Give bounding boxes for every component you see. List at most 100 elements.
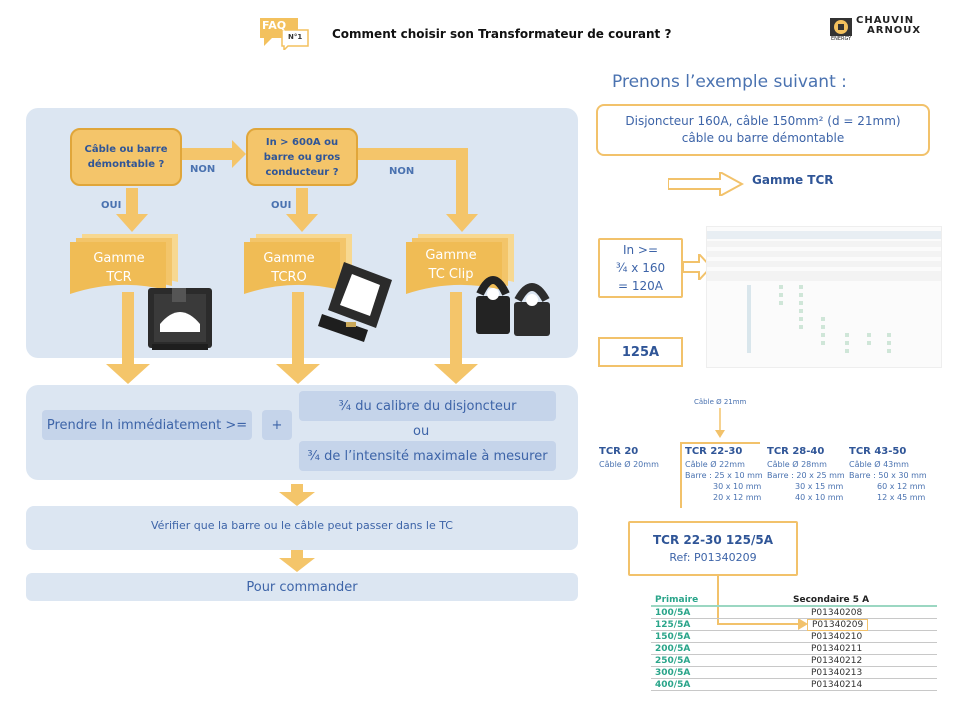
question-current-text: In > 600A ou barre ou gros conducteur ? xyxy=(263,136,341,178)
row-reference: P01340213 xyxy=(749,666,937,679)
tcro-transformer-image xyxy=(318,262,392,342)
example-case-line2: câble ou barre démontable xyxy=(681,131,845,145)
model-tcr20: TCR 20 Câble Ø 20mm xyxy=(599,445,679,470)
order-text: Pour commander xyxy=(246,580,358,595)
model-tcr20-name: TCR 20 xyxy=(599,446,639,457)
calc-line1: In >= xyxy=(622,243,659,257)
reference-col-secondary: Secondaire 5 A xyxy=(793,595,870,605)
question-cable-text: Câble ou barre démontable ? xyxy=(84,144,168,170)
model-tcr4350-bar2: 60 x 12 mm xyxy=(877,482,926,491)
non-label-2: NON xyxy=(389,166,415,177)
logo-line1: CHAUVIN xyxy=(856,15,915,26)
model-tcr2840-name: TCR 28-40 xyxy=(767,446,825,457)
speech-bubble-icon xyxy=(260,18,309,52)
model-tcr20-cable: Câble Ø 20mm xyxy=(599,460,659,469)
gamme-tcclip-line1: Gamme xyxy=(425,248,477,263)
model-tcr2230-bar3: 20 x 12 mm xyxy=(713,493,762,502)
model-tcr2840-bar1: Barre : 20 x 25 mm xyxy=(767,471,845,480)
reference-table-header: Primaire Secondaire 5 A xyxy=(651,595,937,607)
gamme-tcr-line2: TCR xyxy=(106,270,132,285)
model-tcr2230-name: TCR 22-30 xyxy=(685,446,743,457)
logo-mark-icon xyxy=(830,18,852,36)
cable-arrow-icon xyxy=(715,408,725,438)
order-panel xyxy=(26,573,578,601)
model-tcr2840-bar3: 40 x 10 mm xyxy=(795,493,844,502)
gamme-tcr-label: Gamme TCR xyxy=(74,249,164,287)
spec-table-drawing xyxy=(707,231,941,353)
model-tcr4350-cable: Câble Ø 43mm xyxy=(849,460,909,469)
row-reference: P01340210 xyxy=(749,630,937,643)
row-primary: 400/5A xyxy=(651,678,749,691)
plus-text: + xyxy=(271,417,283,433)
verify-text: Vérifier que la barre ou le câble peut p… xyxy=(151,519,453,532)
gamme-arrow-icon xyxy=(668,172,744,196)
model-tcr4350: TCR 43-50 Câble Ø 43mm Barre : 50 x 30 m… xyxy=(849,445,935,503)
gamme-tcro-line2: TCRO xyxy=(271,270,307,285)
non-label-1: NON xyxy=(190,164,216,175)
oui-label-1: OUI xyxy=(101,200,122,211)
model-tcr2230-highlight xyxy=(680,442,760,508)
tcr-transformer-image xyxy=(148,288,212,350)
row-primary: 250/5A xyxy=(651,654,749,667)
row-reference: P01340211 xyxy=(749,642,937,655)
row-primary: 100/5A xyxy=(651,607,749,619)
result-box: 125A xyxy=(598,337,683,367)
model-tcr2840: TCR 28-40 Câble Ø 28mm Barre : 20 x 25 m… xyxy=(767,445,849,503)
option-current-text: ¾ de l’intensité maximale à mesurer xyxy=(307,448,548,464)
row-reference-text: P01340209 xyxy=(807,618,869,631)
gamme-tcr-line1: Gamme xyxy=(93,251,145,266)
reference-col-primary: Primaire xyxy=(655,595,699,605)
final-ref-line2: Ref: P01340209 xyxy=(669,550,757,564)
example-case-box: Disjoncteur 160A, câble 150mm² (d = 21mm… xyxy=(596,104,930,156)
model-tcr2840-cable: Câble Ø 28mm xyxy=(767,460,827,469)
gamme-tcclip-label: Gamme TC Clip xyxy=(406,246,496,284)
take-in-text: Prendre In immédiatement >= xyxy=(46,417,248,433)
row-primary: 200/5A xyxy=(651,642,749,655)
option-breaker-text: ¾ du calibre du disjoncteur xyxy=(338,398,517,414)
logo-sub: ENERGY xyxy=(831,36,852,42)
gamme-tcclip-stack xyxy=(406,234,514,294)
faq-label: FAQ xyxy=(262,19,287,32)
plus-box: + xyxy=(262,410,292,440)
question-current-box: In > 600A ou barre ou gros conducteur ? xyxy=(246,128,358,186)
final-ref-line1: TCR 22-30 125/5A xyxy=(652,532,774,547)
gamme-tcro-label: Gamme TCRO xyxy=(244,249,334,287)
flow-arrows xyxy=(106,140,478,572)
model-tcr2230: TCR 22-30 Câble Ø 22mm Barre : 25 x 10 m… xyxy=(685,445,765,503)
final-ref-box: TCR 22-30 125/5A Ref: P01340209 xyxy=(628,521,798,576)
brand-logo: CHAUVIN ARNOUX ENERGY xyxy=(829,15,939,43)
table-row: 125/5A P01340209 xyxy=(651,618,937,631)
verify-panel xyxy=(26,506,578,550)
page-title: Comment choisir son Transformateur de co… xyxy=(332,27,672,41)
gamme-tcr-stack xyxy=(70,234,178,294)
oui-label-2: OUI xyxy=(271,200,292,211)
calc-arrow-icon xyxy=(683,254,713,280)
example-case-line1: Disjoncteur 160A, câble 150mm² (d = 21mm… xyxy=(625,114,901,128)
model-tcr2230-cable: Câble Ø 22mm xyxy=(685,460,745,469)
cable-note: Câble Ø 21mm xyxy=(694,398,747,406)
row-reference-highlighted: P01340209 xyxy=(749,618,937,631)
gamme-tcro-line1: Gamme xyxy=(263,251,315,266)
calc-line2: ¾ x 160 xyxy=(615,261,666,275)
model-tcr4350-bar3: 12 x 45 mm xyxy=(877,493,926,502)
model-tcr2230-bar1: Barre : 25 x 10 mm xyxy=(685,471,763,480)
take-in-box: Prendre In immédiatement >= xyxy=(42,410,252,440)
example-heading: Prenons l’exemple suivant : xyxy=(612,72,847,92)
model-tcr2230-bar2: 30 x 10 mm xyxy=(713,482,762,491)
faq-badge: FAQ N°1 xyxy=(258,16,310,52)
logo-line2: ARNOUX xyxy=(867,25,922,36)
result-text: 125A xyxy=(621,344,660,360)
row-primary: 125/5A xyxy=(651,618,749,631)
model-tcr2840-bar2: 30 x 15 mm xyxy=(795,482,844,491)
option-current-box: ¾ de l’intensité maximale à mesurer xyxy=(299,441,556,471)
model-tcr4350-bar1: Barre : 50 x 30 mm xyxy=(849,471,927,480)
row-reference: P01340214 xyxy=(749,678,937,691)
faq-number: N°1 xyxy=(288,33,303,41)
row-reference: P01340208 xyxy=(749,607,937,619)
